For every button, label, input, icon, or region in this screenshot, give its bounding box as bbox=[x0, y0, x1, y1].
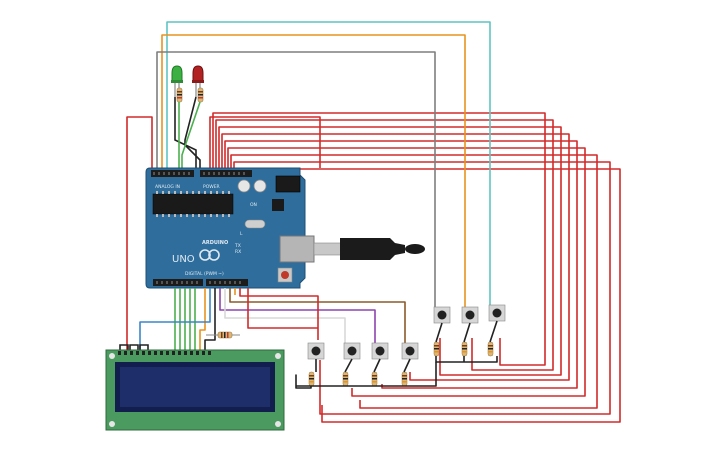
red-wire-2 bbox=[215, 119, 554, 371]
pushbuttons-lower bbox=[307, 342, 419, 360]
lcd-resistor bbox=[206, 331, 240, 339]
pushbutton-lower-4[interactable] bbox=[401, 342, 419, 360]
atmega-chip bbox=[152, 193, 234, 215]
header-analog-label: ANALOG IN bbox=[155, 184, 180, 190]
red-wire-5 bbox=[224, 140, 578, 389]
gray-wire bbox=[156, 51, 436, 308]
label-l: L bbox=[240, 231, 243, 237]
ground-wires bbox=[295, 320, 498, 389]
pushbutton-upper-2[interactable] bbox=[461, 306, 479, 324]
top-signal-wires bbox=[156, 21, 491, 308]
board-brand: ARDUINO bbox=[202, 240, 228, 246]
pushbutton-upper-1[interactable] bbox=[433, 306, 451, 324]
usb-chip bbox=[272, 199, 284, 211]
power-jack bbox=[275, 175, 301, 193]
capacitor-2 bbox=[253, 179, 267, 193]
red-wire-lcd-power bbox=[126, 116, 153, 350]
led-green[interactable] bbox=[171, 65, 183, 97]
pushbutton-upper-3[interactable] bbox=[488, 304, 506, 322]
header-top-right bbox=[200, 170, 252, 177]
red-wire-lcd-vcc bbox=[209, 116, 321, 170]
header-power-label: POWER bbox=[203, 184, 220, 190]
red-wire-1 bbox=[212, 112, 546, 366]
pushbutton-lower-1[interactable] bbox=[307, 342, 325, 360]
header-bottom-right bbox=[206, 279, 248, 286]
pushbuttons-upper bbox=[433, 304, 506, 324]
label-tx: TX bbox=[234, 243, 241, 249]
pushbutton-lower-2[interactable] bbox=[343, 342, 361, 360]
orange-wire bbox=[161, 34, 466, 308]
header-digital-label: DIGITAL (PWM ~) bbox=[185, 271, 224, 277]
red-wire-7 bbox=[230, 154, 598, 409]
lcd-screen bbox=[120, 367, 270, 407]
red-wire-4 bbox=[221, 133, 570, 381]
usb-cable bbox=[313, 238, 425, 260]
crystal bbox=[244, 219, 266, 229]
led-resistors bbox=[176, 87, 204, 103]
usb-port bbox=[279, 235, 315, 263]
led-red[interactable] bbox=[192, 65, 204, 97]
pushbutton-lower-3[interactable] bbox=[371, 342, 389, 360]
red-wire-3 bbox=[218, 126, 562, 376]
teal-wire bbox=[166, 21, 491, 308]
header-top-left bbox=[151, 170, 194, 177]
red-wire-8 bbox=[233, 161, 611, 415]
label-on: ON bbox=[250, 202, 257, 208]
lcd-display bbox=[105, 344, 285, 431]
arduino-board[interactable]: POWER ANALOG IN ARDUINO UNO TX RX L ON bbox=[145, 167, 315, 289]
button-resistors bbox=[308, 341, 494, 387]
red-wire-6 bbox=[227, 147, 586, 397]
red-wire-loops bbox=[126, 112, 621, 423]
led-wires bbox=[174, 96, 201, 170]
label-rx: RX bbox=[235, 249, 241, 255]
capacitor-1 bbox=[237, 179, 251, 193]
board-model: UNO bbox=[172, 254, 195, 265]
lcd-signal-wires bbox=[139, 288, 406, 350]
arduino-logo-icon bbox=[199, 249, 220, 261]
